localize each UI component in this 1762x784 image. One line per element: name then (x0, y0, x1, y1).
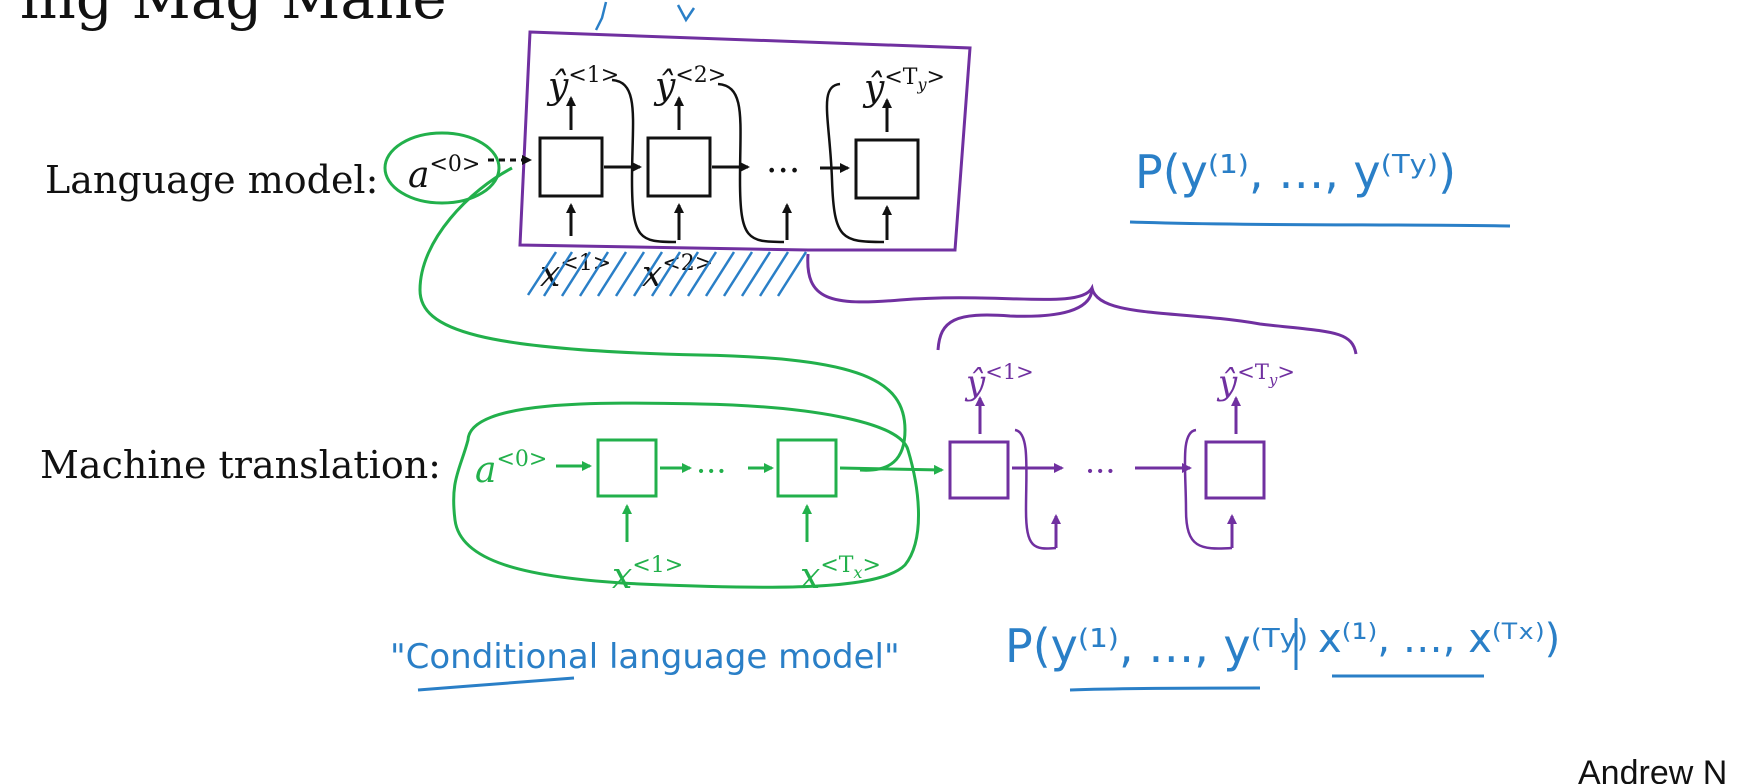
blue-tick-1 (594, 1, 608, 31)
author-credit-fragment: Andrew N (1578, 754, 1727, 784)
mt-encoder-input-1: x<1> (612, 553, 683, 597)
lm-rnn-cell-3 (854, 138, 920, 200)
mt-probability-underline-left (1069, 686, 1261, 692)
lm-probability-underline (1129, 220, 1511, 228)
lm-output-1: ŷ<1> (546, 63, 619, 107)
mt-probability-annotation-left: P(y⁽¹⁾, …, y⁽ᵀʸ⁾ (1005, 619, 1308, 673)
lm-input-hatching (526, 251, 808, 297)
lm-highlight-box (518, 30, 972, 252)
mt-probability-annotation-right: x⁽¹⁾, …, x⁽ᵀˣ⁾) (1318, 616, 1560, 662)
mt-decoder-cell-1 (948, 440, 1010, 500)
mt-decoder-ellipsis: ··· (1085, 452, 1116, 490)
mt-encoder-ellipsis: ··· (696, 452, 727, 490)
purple-brace (806, 253, 1358, 355)
mt-encoder-cell-2 (776, 438, 838, 498)
lm-rnn-cell-1 (538, 136, 604, 198)
mt-encoder-initial-activation: a<0> (475, 447, 547, 491)
encoder-green-outline (452, 401, 920, 589)
lm-ellipsis: ··· (766, 151, 800, 192)
blue-tick-2 (676, 4, 696, 23)
slide-title-fragment: ing Mag Mane (20, 0, 447, 32)
lm-probability-annotation: P(y⁽¹⁾, …, y⁽ᵀʸ⁾) (1135, 145, 1456, 199)
conditional-underline (417, 676, 575, 692)
lm-initial-activation: a<0> (408, 152, 480, 196)
green-connector (418, 166, 907, 472)
mt-encoder-cell-1 (596, 438, 658, 498)
language-model-label: Language model: (45, 158, 378, 202)
mt-decoder-output-ty: ŷ<Ty> (1216, 360, 1295, 403)
conditional-language-model-annotation: "Conditional language model" (390, 637, 900, 677)
lm-rnn-cell-2 (646, 136, 712, 198)
lm-output-2: ŷ<2> (653, 63, 726, 107)
machine-translation-label: Machine translation: (40, 443, 441, 487)
mt-decoder-cell-2 (1204, 440, 1266, 500)
lm-a0-green-circle (383, 131, 501, 205)
mt-decoder-output-1: ŷ<1> (964, 360, 1034, 403)
lm-output-ty: ŷ<Ty> (862, 65, 945, 109)
mt-encoder-input-tx: x<Tx> (800, 553, 881, 597)
